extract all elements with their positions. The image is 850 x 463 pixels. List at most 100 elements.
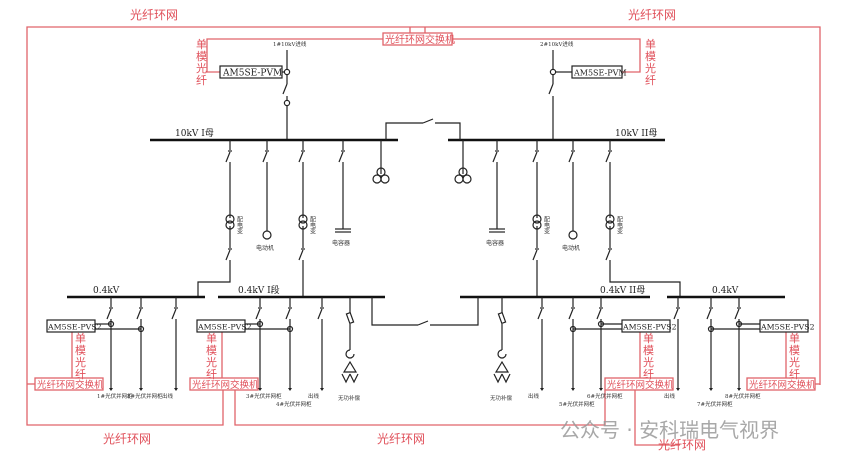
lv-feeder: 出线	[664, 297, 680, 400]
feeder-label: 2#光伏并网柜	[127, 392, 163, 400]
feeder-label: 出线	[308, 392, 320, 400]
feeder-label: 出线	[162, 392, 174, 400]
single-mode-fiber-char: 单	[196, 38, 207, 51]
switch-blade	[106, 308, 112, 320]
switch-blade	[225, 151, 231, 163]
ring-switch: 光纤环网交换机	[746, 377, 816, 391]
hv-feeder: 电动机	[562, 140, 580, 252]
switch-blade	[568, 151, 574, 163]
ct-icon	[107, 320, 115, 328]
capacitor-label: 电容器	[486, 239, 504, 247]
feeder-line	[197, 260, 231, 297]
ct-icon	[286, 325, 294, 333]
hv-feeder	[372, 140, 390, 184]
pvs2-device: AM5SE-PVS2	[707, 319, 815, 333]
single-mode-fiber-char: 模	[643, 344, 654, 357]
single-mode-fiber-char: 单	[75, 332, 86, 345]
hv-feeder: 电动机	[256, 140, 274, 252]
arrow-icon	[320, 388, 324, 391]
switch-blade	[532, 249, 538, 261]
pvm-label-right: AM5SE-PVM	[573, 69, 627, 78]
single-mode-fiber-char: 纤	[75, 368, 86, 381]
ct-icon	[256, 320, 264, 328]
ring-label-top-right: 光纤环网	[628, 8, 676, 22]
ring-switch-top: 光纤环网交换机	[382, 32, 455, 46]
lv-feeder: 3#光伏并网柜	[246, 297, 282, 400]
lv-feeder: 6#光伏并网柜	[587, 297, 623, 400]
lv-bus-1-label: 0.4kV	[93, 286, 120, 296]
arrow-icon	[288, 388, 292, 391]
ct-icon	[597, 320, 605, 328]
ring-switch-box	[34, 377, 104, 391]
ring-switches-bottom: 光纤环网交换机光纤环网交换机光纤环网交换机光纤环网交换机	[34, 377, 816, 391]
hv-feeder: 配电变	[532, 140, 550, 297]
hv-feeder: 电容器	[486, 140, 505, 247]
station-transformer-icon	[462, 174, 472, 184]
transformer-icon	[532, 214, 542, 224]
switch-blade	[537, 308, 543, 320]
single-mode-fiber-char: 纤	[196, 74, 207, 87]
switch-blade	[317, 308, 323, 320]
arrow-icon	[709, 388, 713, 391]
switch-blade	[734, 308, 740, 320]
lv-feeder: 无功补偿	[338, 297, 361, 402]
pvm-device-right: AM5SE-PVM	[571, 65, 627, 79]
feeder-label: 7#光伏并网柜	[697, 400, 733, 408]
motor-label: 电动机	[562, 244, 580, 252]
single-mode-fiber-char: 纤	[643, 368, 654, 381]
incoming-label-right: 2#10kV进线	[540, 40, 574, 48]
reactor-icon	[497, 349, 507, 359]
station-transformer-icon	[380, 174, 390, 184]
feeder-label: 6#光伏并网柜	[587, 392, 623, 400]
ring-switch-label: 光纤环网交换机	[385, 33, 455, 46]
switch-blade	[136, 308, 142, 320]
transformer-label: 配电变	[309, 216, 316, 235]
ring-switch: 光纤环网交换机	[604, 377, 674, 391]
arrow-icon	[109, 388, 113, 391]
feeder-label: 出线	[528, 392, 540, 400]
single-mode-fiber-char: 光	[789, 355, 800, 369]
single-mode-fiber-char: 单	[206, 332, 217, 345]
pvs2-label: AM5SE-PVS2	[622, 323, 677, 332]
ring-switch-box	[604, 377, 674, 391]
pvs2-label: AM5SE-PVS2	[760, 323, 815, 332]
station-transformer-icon	[458, 167, 468, 177]
compensation-capacitor-icon	[341, 360, 359, 384]
ring-switch-box	[189, 377, 259, 391]
fuse-icon	[345, 311, 355, 325]
ct-icon	[735, 320, 743, 328]
single-mode-fiber-char: 单	[643, 332, 654, 345]
single-mode-fiber-char: 纤	[645, 74, 656, 87]
switch-blade	[492, 151, 498, 163]
ring-label-bottom-left: 光纤环网	[103, 432, 151, 446]
transformer-label: 配电变	[543, 216, 550, 235]
feeder-label: 出线	[664, 392, 676, 400]
lv-feeder: 出线	[162, 297, 178, 400]
ring-switch-box	[746, 377, 816, 391]
lv-feeder: 4#光伏并网柜	[276, 297, 312, 408]
fiber-ring	[26, 26, 821, 446]
arrow-icon	[599, 388, 603, 391]
ring-switch-label: 光纤环网交换机	[37, 379, 104, 391]
single-mode-fiber-char: 纤	[206, 368, 217, 381]
hv-incoming-feeders	[282, 50, 572, 140]
ct-icon	[137, 325, 145, 333]
compensation-capacitor-icon	[493, 360, 511, 384]
transformer-icon	[298, 214, 308, 224]
ring-switch: 光纤环网交换机	[34, 377, 104, 391]
station-transformer-icon	[454, 174, 464, 184]
feeder-label: 3#光伏并网柜	[246, 392, 282, 400]
lv-bus-4-label: 0.4kV	[712, 286, 739, 296]
transformer-label: 配电变	[616, 216, 623, 235]
lv-feeder: 8#光伏并网柜	[725, 297, 761, 400]
switch-blade	[568, 308, 574, 320]
feeder-line	[609, 260, 681, 297]
switch-blade	[171, 308, 177, 320]
watermark: 公众号 · 安科瑞电气视界	[560, 418, 779, 442]
pvs2-label: AM5SE-PVS2	[47, 323, 102, 332]
motor-label: 电动机	[256, 244, 274, 252]
single-mode-fiber-char: 单	[789, 332, 800, 345]
switch-blade	[605, 249, 611, 261]
